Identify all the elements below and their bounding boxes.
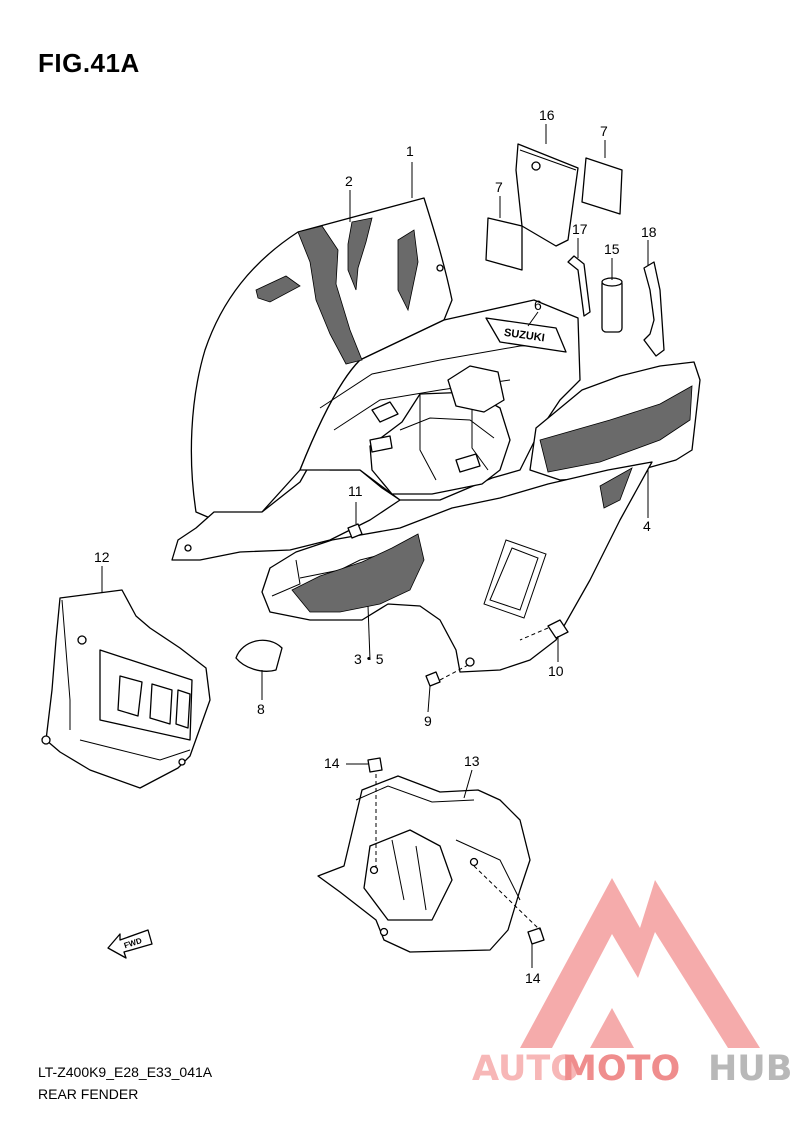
- pad-lower: [485, 217, 523, 271]
- callout-14-lower: 14: [525, 970, 541, 986]
- callout-10: 10: [548, 663, 564, 679]
- automotohub-watermark: [520, 878, 760, 1048]
- rear-fender-body: [171, 197, 701, 673]
- pad-upper: [581, 157, 623, 215]
- callout-16: 16: [539, 107, 555, 123]
- leader-lines: [101, 124, 649, 968]
- callout-7-lower: 7: [495, 179, 503, 195]
- callout-2: 2: [345, 173, 353, 189]
- callout-1: 1: [406, 143, 414, 159]
- clip: [347, 523, 363, 539]
- callout-11: 11: [348, 483, 363, 499]
- screw-14-upper: [367, 757, 383, 773]
- callout-6: 6: [534, 297, 542, 313]
- left-wing-graphic: [297, 225, 363, 365]
- callout-14-upper: 14: [324, 755, 340, 771]
- callout-8: 8: [257, 701, 265, 717]
- figure-name: REAR FENDER: [38, 1086, 139, 1102]
- watermark-hub: HUB: [708, 1049, 792, 1089]
- watermark-auto: AUTO: [472, 1049, 580, 1089]
- callout-13: 13: [464, 753, 480, 769]
- figure-code: LT-Z400K9_E28_E33_041A: [38, 1064, 213, 1080]
- callout-3-5: 3・5: [354, 651, 384, 667]
- screw-14-lower: [527, 927, 545, 945]
- tool-pouch: [515, 143, 579, 247]
- callout-15: 15: [604, 241, 620, 257]
- watermark-moto: MOTO: [562, 1049, 680, 1089]
- callout-7-upper: 7: [600, 123, 608, 139]
- callout-labels: 1 2 3・5 4 6 7 7 8 9 10 11 12 13 14 14 15…: [94, 107, 657, 986]
- figure-title: FIG.41A: [38, 48, 140, 78]
- callout-12: 12: [94, 549, 110, 565]
- suzuki-badge-text: SUZUKI: [503, 327, 545, 345]
- left-mud-guard: [41, 589, 211, 789]
- cylinder-part: [601, 277, 623, 333]
- nut-10: [547, 619, 569, 639]
- bolt-9: [425, 671, 441, 687]
- spanner: [643, 261, 665, 357]
- callout-4: 4: [643, 518, 651, 534]
- callout-18: 18: [641, 224, 657, 240]
- side-panel-graphic: [291, 533, 425, 613]
- callout-17: 17: [572, 221, 588, 237]
- rubber-cap: [235, 639, 283, 672]
- callout-9: 9: [424, 713, 432, 729]
- right-mud-guard: [317, 775, 531, 953]
- hex-wrench: [567, 255, 591, 317]
- forward-direction-arrow: FWD: [107, 929, 153, 959]
- right-wing-graphic: [539, 385, 693, 473]
